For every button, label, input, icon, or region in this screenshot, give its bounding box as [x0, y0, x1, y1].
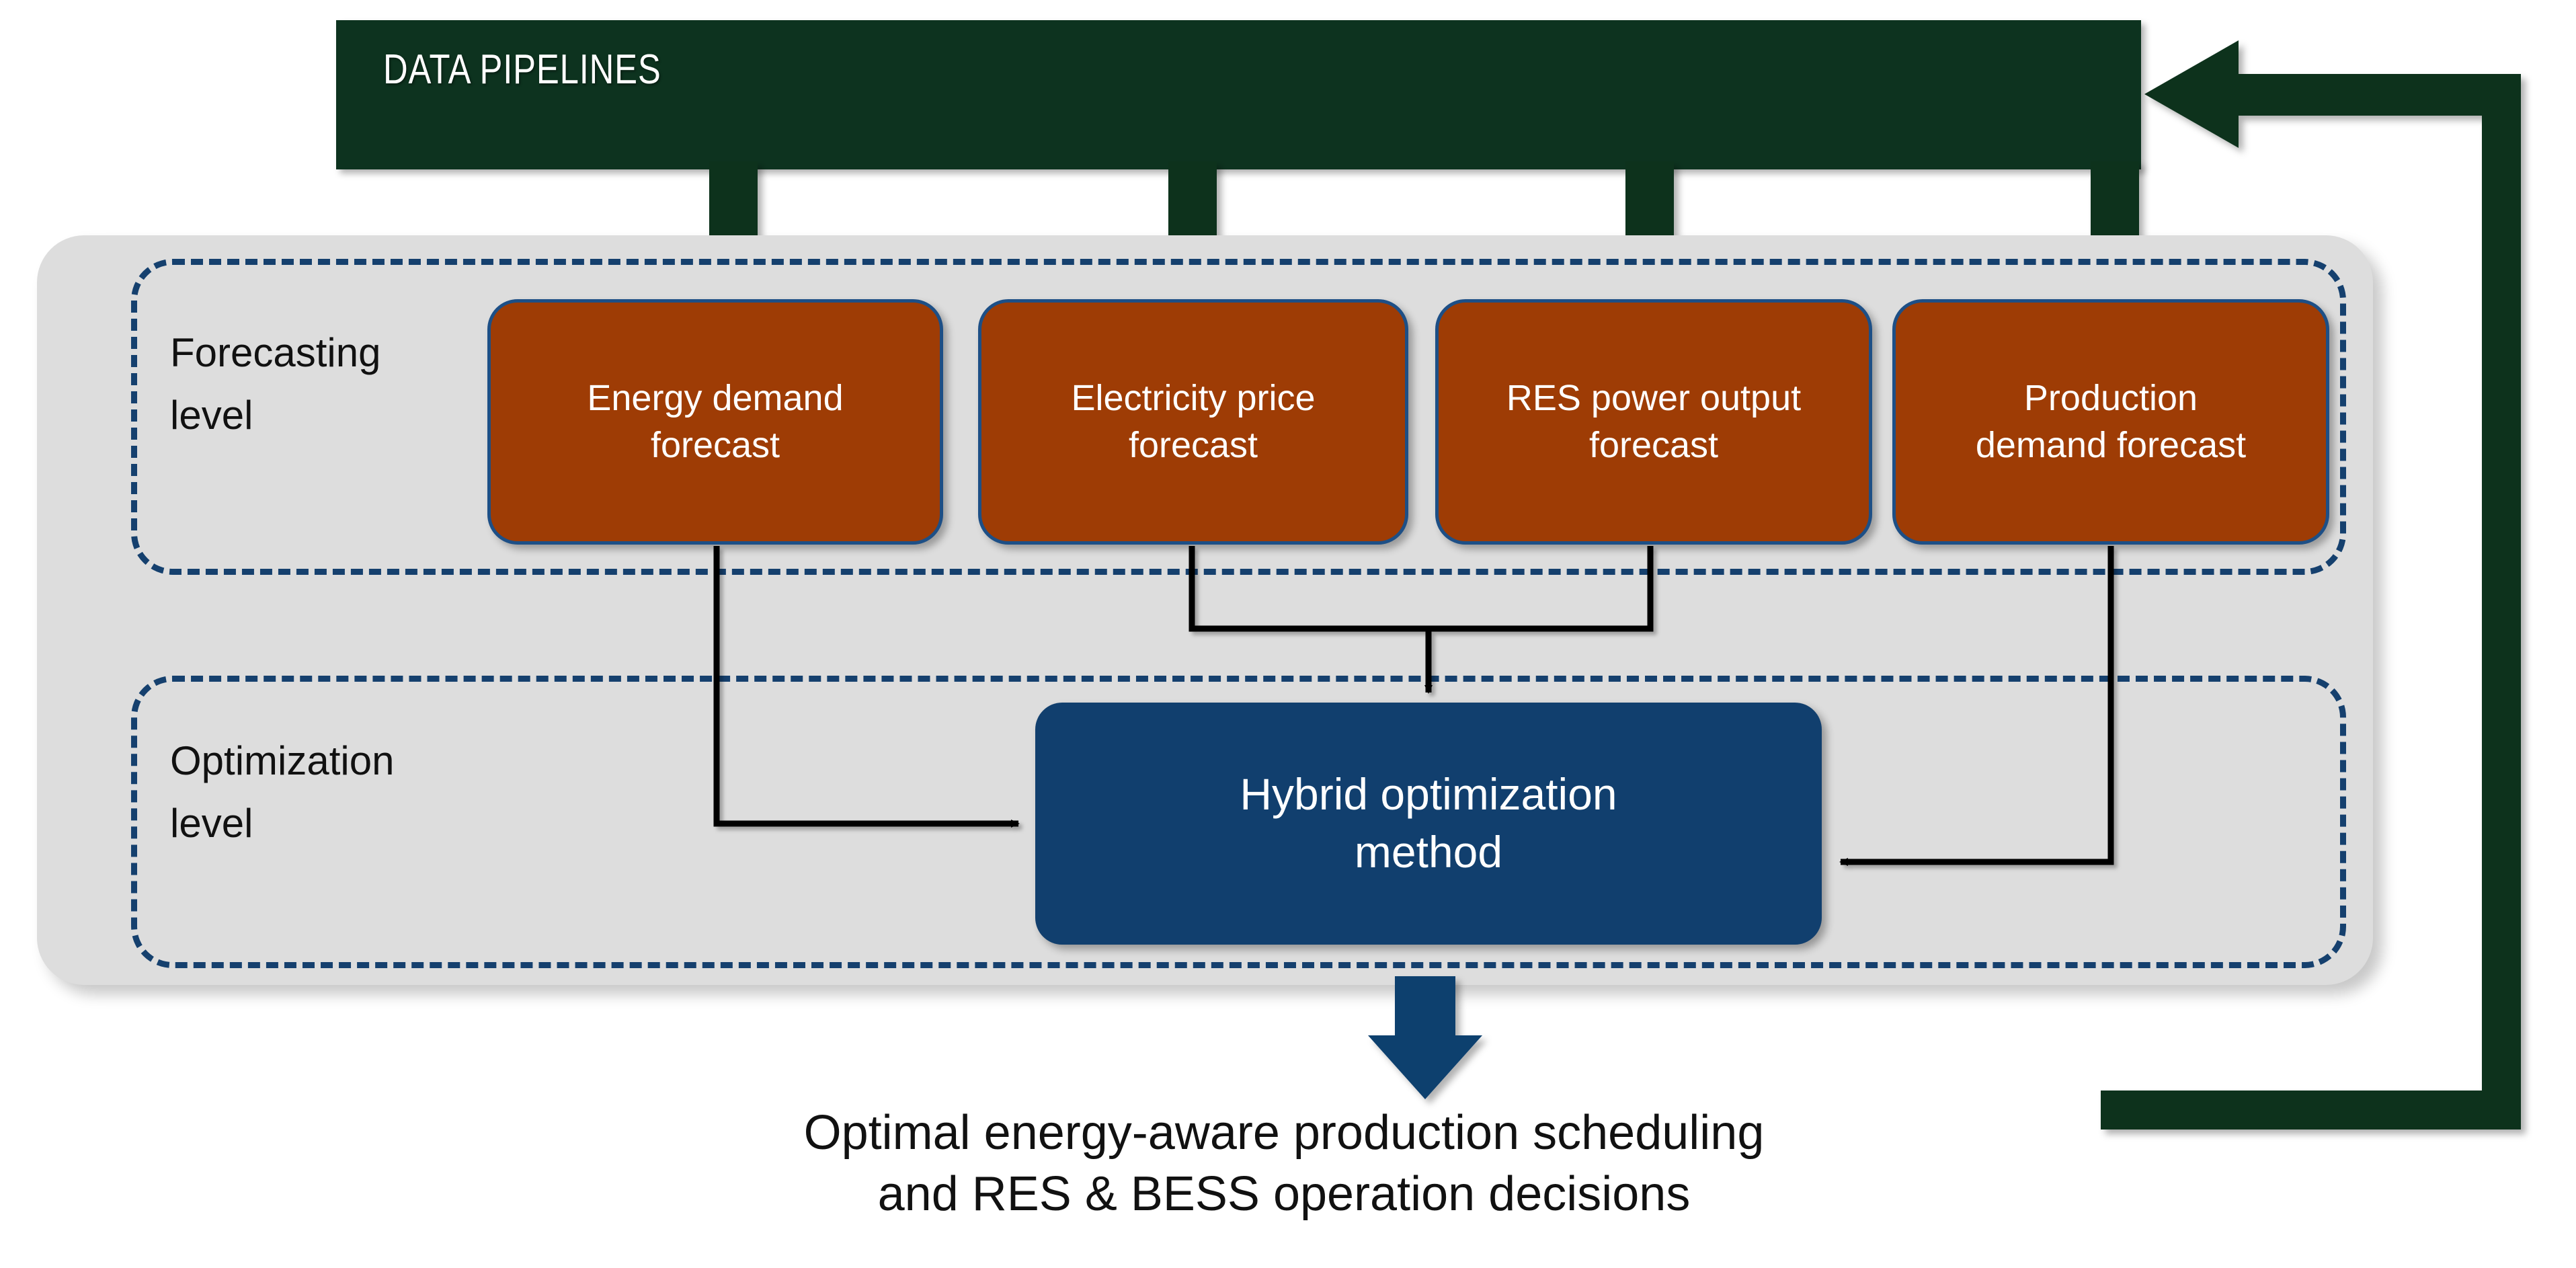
- connector-production-demand-to-optimizer: [1839, 546, 2114, 866]
- connector-res-power-branch: [1428, 546, 1654, 632]
- forecast-box-electricity-price[interactable]: Electricity price forecast: [978, 299, 1408, 545]
- optimization-level-container: [131, 676, 2346, 968]
- output-down-arrow: [1368, 976, 1482, 1099]
- optimization-level-label: Optimization level: [170, 738, 395, 846]
- forecast-box-energy-demand[interactable]: Energy demand forecast: [487, 299, 943, 545]
- output-caption: Optimal energy-aware production scheduli…: [803, 1106, 1765, 1221]
- forecasting-level-label: Forecasting level: [170, 330, 381, 438]
- data-pipelines-bar: [336, 20, 2141, 169]
- forecasting-level-container: [131, 259, 2346, 575]
- connector-energy-demand-to-optimizer: [713, 546, 1020, 828]
- hybrid-optimization-method-box[interactable]: Hybrid optimization method: [1035, 703, 1822, 945]
- forecast-box-res-power-output[interactable]: RES power output forecast: [1435, 299, 1872, 545]
- connector-electricity-price-branch: [1189, 546, 1428, 632]
- data-pipelines-title: DATA PIPELINES: [383, 46, 661, 93]
- forecast-box-production-demand[interactable]: Production demand forecast: [1892, 299, 2329, 545]
